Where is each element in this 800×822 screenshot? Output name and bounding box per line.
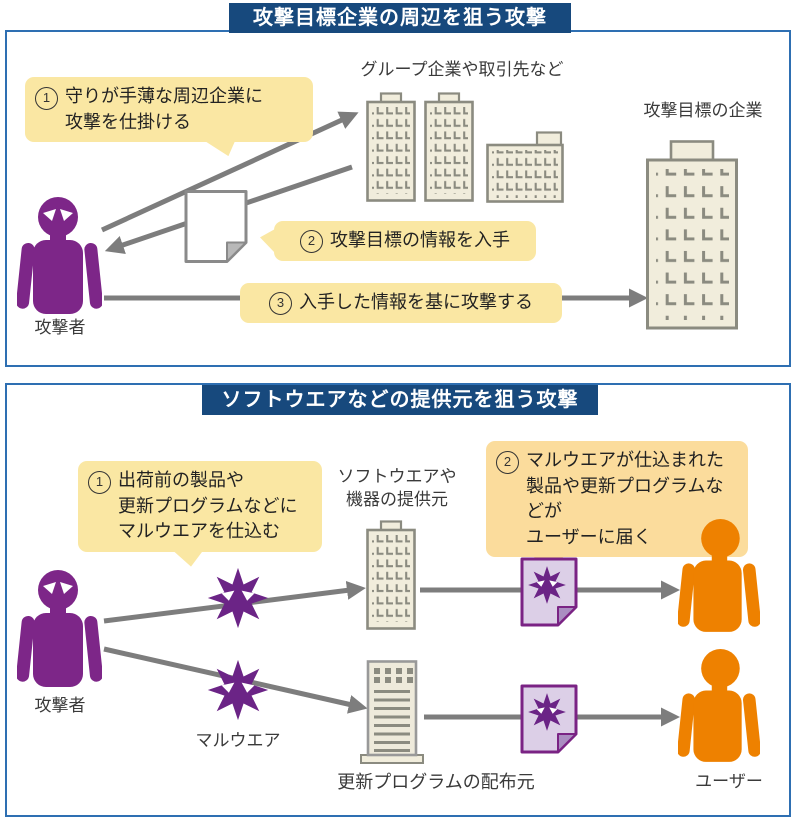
step3-text: 入手した情報を基に攻撃する: [299, 292, 533, 313]
step2-text: 攻撃目標の情報を入手: [330, 230, 510, 251]
step2-text: マルウエアが仕込まれた 製品や更新プログラムなどが ユーザーに届く: [526, 450, 724, 547]
label-attacker-2: 攻撃者: [34, 696, 86, 715]
panel2-title-bar: ソフトウエアなどの提供元を狙う攻撃: [202, 385, 598, 415]
step1-text: 出荷前の製品や 更新プログラムなどに マルウエアを仕込む: [118, 470, 298, 542]
software-provider-building-icon: [366, 520, 416, 630]
step2-number: 2: [496, 451, 519, 474]
label-malware: マルウエア: [195, 731, 281, 750]
office-building-icon: [424, 92, 474, 202]
stolen-info-document-icon: [184, 189, 248, 264]
malware-icon: [207, 567, 269, 629]
label-target-company: 攻撃目標の企業: [643, 101, 763, 120]
label-attacker-1: 攻撃者: [34, 318, 86, 337]
step1-text: 守りが手薄な周辺企業に 攻撃を仕掛ける: [65, 86, 263, 132]
update-distributor-server-icon: [360, 660, 424, 764]
user-icon: [678, 649, 760, 762]
label-group-companies: グループ企業や取引先など: [360, 60, 564, 79]
malware-document-icon: [520, 557, 578, 627]
step1-number: 1: [88, 471, 111, 494]
panel1-title-bar: 攻撃目標企業の周辺を狙う攻撃: [229, 3, 571, 33]
user-icon: [678, 519, 760, 632]
step1-number: 1: [35, 87, 58, 110]
callout-step2-obtain-info: 2 攻撃目標の情報を入手: [260, 221, 536, 261]
callout-step3-attack-using-info: 3 入手した情報を基に攻撃する: [240, 283, 562, 323]
attacker-icon: [17, 197, 102, 314]
office-building-wide-icon: [486, 131, 564, 203]
malware-icon: [207, 659, 269, 721]
malware-document-icon: [520, 684, 578, 754]
panel2-title: ソフトウエアなどの提供元を狙う攻撃: [221, 389, 579, 411]
step3-number: 3: [269, 291, 292, 315]
label-software-provider: ソフトウエアや 機器の提供元: [337, 467, 457, 509]
office-building-icon: [366, 92, 416, 202]
label-user: ユーザー: [695, 772, 763, 791]
callout-step1-attack-weak-peripheral: 1 守りが手薄な周辺企業に 攻撃を仕掛ける: [25, 77, 313, 157]
callout-step1-plant-malware: 1 出荷前の製品や 更新プログラムなどに マルウエアを仕込む: [78, 461, 322, 567]
attacker-icon: [17, 570, 102, 687]
panel1-title: 攻撃目標企業の周辺を狙う攻撃: [253, 7, 547, 29]
label-update-distributor: 更新プログラムの配布元: [337, 772, 535, 792]
step2-number: 2: [300, 229, 323, 253]
target-company-building-icon: [646, 140, 738, 330]
